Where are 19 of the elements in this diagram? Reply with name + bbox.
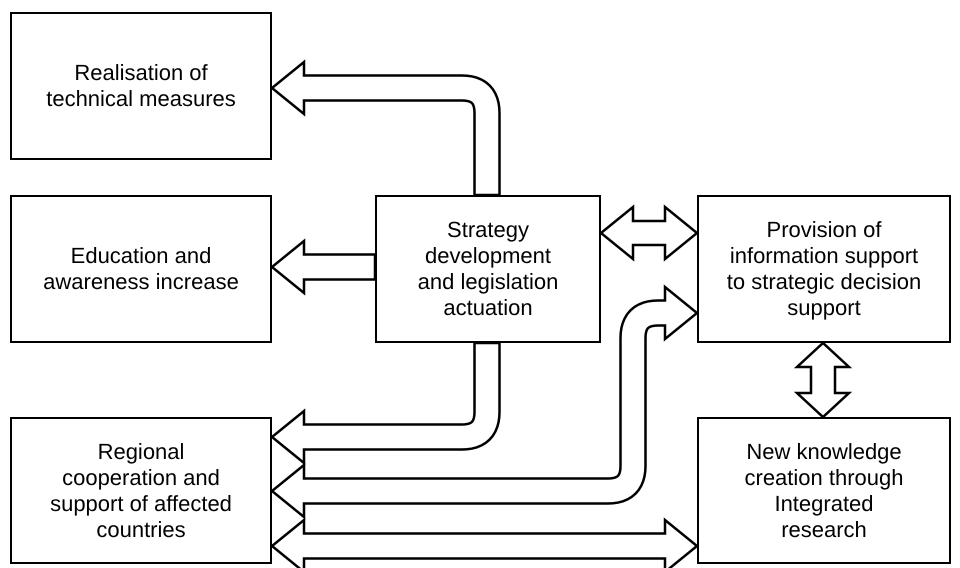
process-box xyxy=(10,417,272,564)
box-text: Strategy development and legislation actuation xyxy=(416,217,560,321)
block-arrow xyxy=(270,238,376,296)
block-arrow xyxy=(270,342,501,466)
box-text: New knowledge creation through Integrated research xyxy=(744,438,904,542)
block-arrow xyxy=(794,341,852,419)
block-arrow xyxy=(270,284,699,520)
block-arrow xyxy=(270,59,501,196)
box-text: Regional cooperation and support of affected countries xyxy=(49,438,233,542)
process-box xyxy=(697,417,951,564)
box-text: Realisation of technical measures xyxy=(45,60,237,112)
process-box xyxy=(375,195,601,343)
process-box xyxy=(10,195,272,343)
process-box xyxy=(697,195,951,343)
block-arrow xyxy=(270,517,699,568)
box-text: Provision of information support to strategic decision support xyxy=(726,217,922,321)
box-text: Education and awareness increase xyxy=(42,243,240,295)
block-arrow xyxy=(599,204,699,262)
process-box xyxy=(10,12,272,160)
